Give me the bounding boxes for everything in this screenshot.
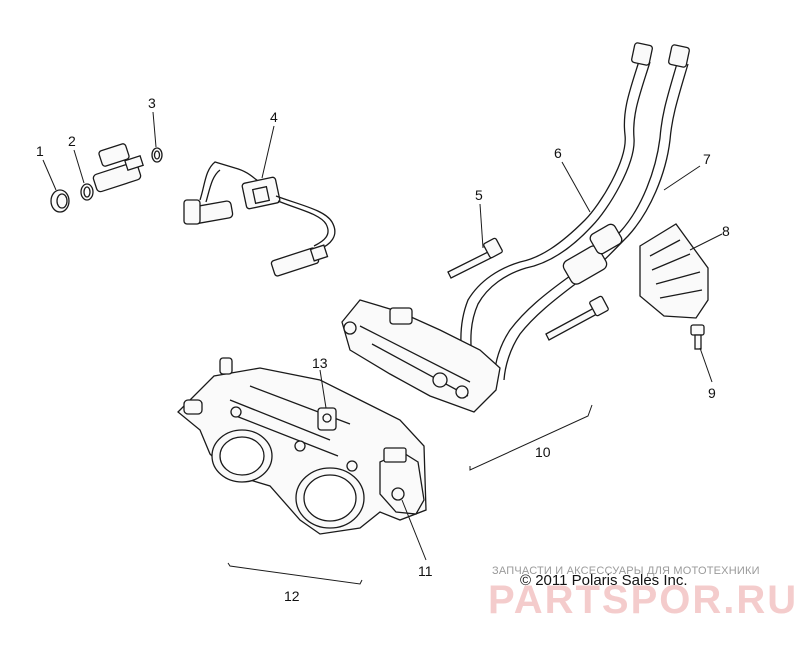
callout-5: 5 [475, 187, 483, 203]
part-13-sensor [317, 407, 337, 431]
part-4-injector-harness [199, 161, 336, 277]
part-7-fuel-line [493, 44, 690, 381]
bracket-12 [227, 562, 363, 585]
part-9-bolt [690, 324, 705, 350]
watermark-site-logo: PARTSPOR.RU [488, 578, 799, 622]
bracket-10 [469, 404, 593, 471]
leader-2 [73, 149, 85, 184]
callout-2: 2 [68, 133, 76, 149]
copyright-text: © 2011 Polaris Sales Inc. [520, 572, 688, 589]
part-8-bracket [639, 223, 709, 319]
leader-4 [261, 125, 275, 179]
leader-5 [479, 203, 484, 249]
leader-6 [561, 161, 591, 213]
callout-3: 3 [148, 95, 156, 111]
callout-9: 9 [708, 385, 716, 401]
leader-8 [689, 233, 723, 251]
part-1-seal [50, 189, 70, 213]
leader-3 [152, 111, 157, 148]
part-5-bolt [447, 237, 503, 279]
watermark-tagline: ЗАПЧАСТИ И АКСЕССУАРЫ ДЛЯ МОТОТЕХНИКИ [492, 565, 760, 577]
leader-11 [401, 499, 427, 561]
callout-8: 8 [722, 223, 730, 239]
callout-7: 7 [703, 151, 711, 167]
part-12-throttle-body [177, 357, 427, 535]
callout-6: 6 [554, 145, 562, 161]
part-3-o-ring [151, 147, 163, 163]
callout-1: 1 [36, 143, 44, 159]
callout-11: 11 [418, 563, 433, 579]
callout-13: 13 [312, 355, 328, 371]
part-2-o-ring [80, 183, 94, 201]
fuel-injector-upper [92, 143, 144, 193]
part-10-fuel-rail [341, 299, 501, 413]
leader-9 [699, 347, 713, 383]
fuel-injector-lower [183, 199, 234, 225]
callout-12: 12 [284, 588, 300, 604]
part-5-bolt-second [545, 295, 609, 341]
part-6-fuel-line [460, 42, 653, 359]
leader-13 [319, 369, 327, 409]
part-11-tps-sensor [379, 447, 425, 515]
leader-1 [42, 159, 57, 191]
callout-4: 4 [270, 109, 278, 125]
callout-10: 10 [535, 444, 551, 460]
leader-7 [663, 165, 701, 191]
